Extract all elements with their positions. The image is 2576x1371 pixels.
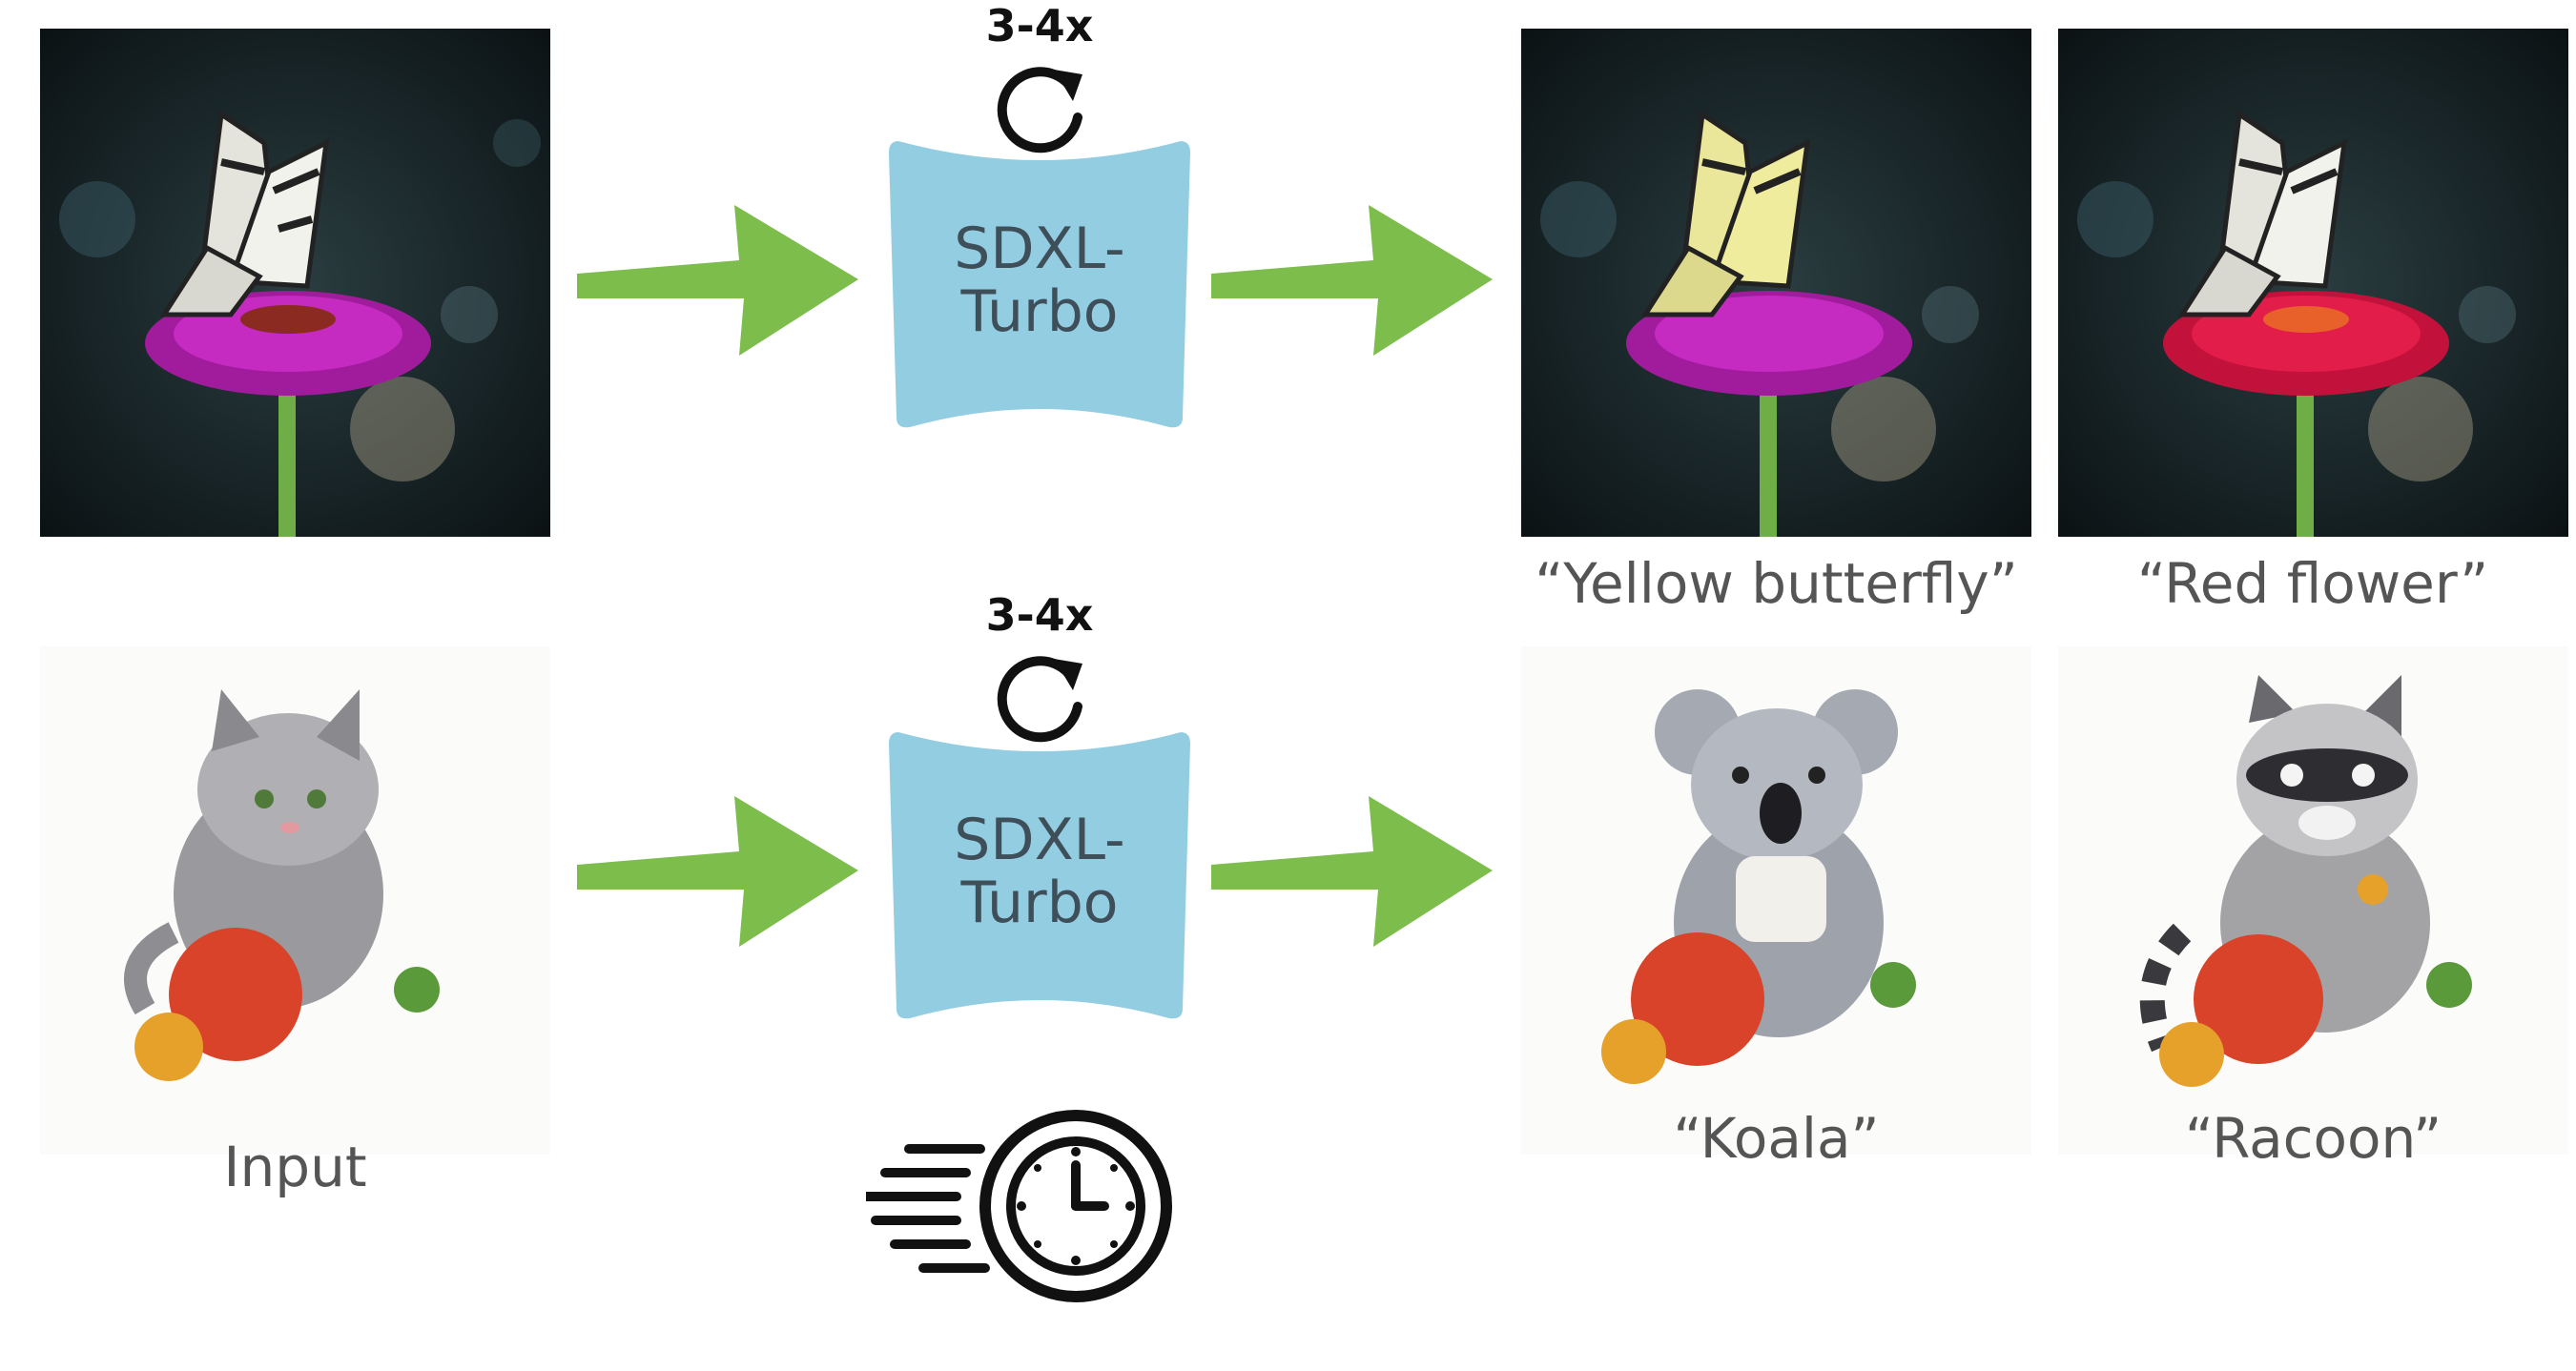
model-label: SDXL- Turbo <box>887 217 1192 343</box>
iteration-count-2: 3-4x <box>985 589 1094 641</box>
model-label-2: SDXL- Turbo <box>887 808 1192 934</box>
koala-illustration <box>1521 646 2031 1155</box>
output-image-koala <box>1521 646 2031 1155</box>
arrow-to-model-2 <box>577 796 858 947</box>
model-name-line1: SDXL- <box>954 215 1125 282</box>
output-image-racoon <box>2058 646 2568 1155</box>
butterfly-photo <box>40 29 550 537</box>
fast-clock-icon <box>866 1110 1172 1302</box>
model-block-2 <box>889 732 1190 1019</box>
yellow-butterfly-photo <box>1521 29 2031 537</box>
model-name-line2: Turbo <box>960 278 1119 345</box>
refresh-loop-icon <box>997 67 1082 153</box>
refresh-loop-icon <box>997 656 1082 743</box>
iteration-count: 3-4x <box>985 0 1094 51</box>
caption-racoon: “Racoon” <box>2184 1106 2442 1171</box>
kitten-illustration <box>40 646 550 1155</box>
input-image-kitten <box>40 646 550 1155</box>
model-name-line2: Turbo <box>960 870 1119 936</box>
caption-red-flower: “Red flower” <box>2136 551 2489 616</box>
caption-input: Input <box>223 1135 367 1199</box>
model-block <box>889 141 1190 428</box>
input-image-butterfly <box>40 29 550 537</box>
red-flower-photo <box>2058 29 2568 537</box>
output-image-yellow-butterfly <box>1521 29 2031 537</box>
model-name-line1: SDXL- <box>954 807 1125 873</box>
arrow-to-outputs-2 <box>1211 796 1493 947</box>
racoon-illustration <box>2058 646 2568 1155</box>
caption-koala: “Koala” <box>1673 1106 1880 1171</box>
output-image-red-flower <box>2058 29 2568 537</box>
arrow-to-model <box>577 205 858 356</box>
caption-yellow-butterfly: “Yellow butterfly” <box>1535 551 2018 616</box>
arrow-to-outputs <box>1211 205 1493 356</box>
